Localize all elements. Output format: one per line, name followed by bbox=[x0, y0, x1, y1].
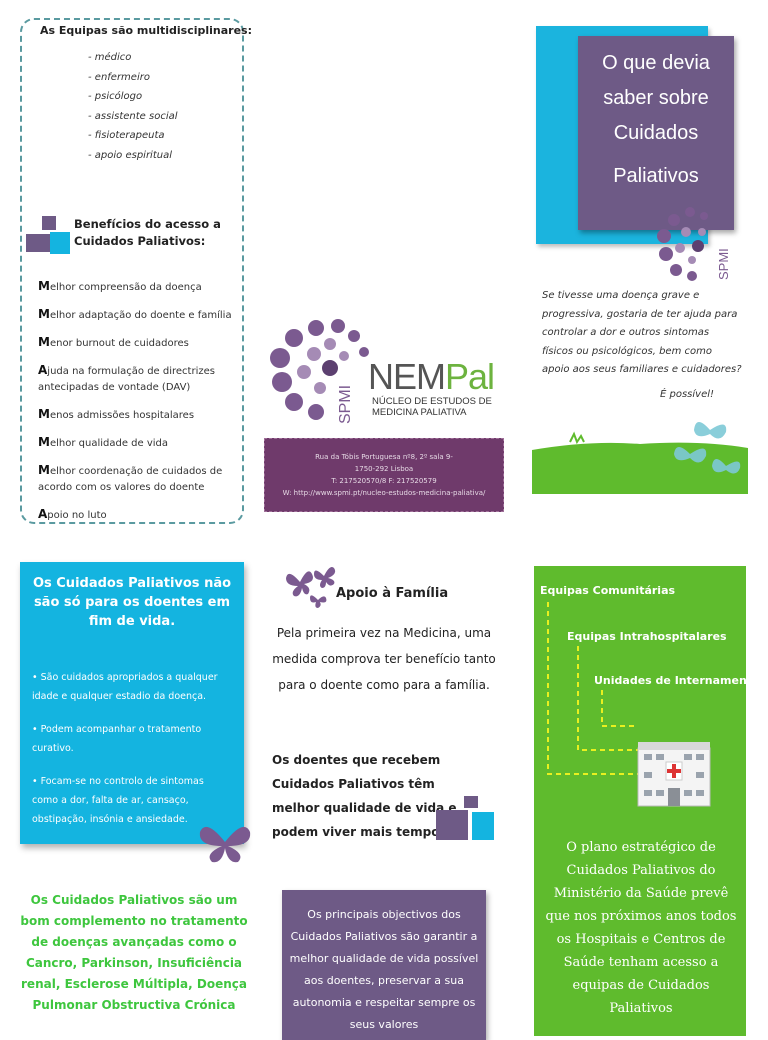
nempal-logo-graphic bbox=[270, 319, 369, 420]
team-community: Equipas Comunitárias bbox=[540, 584, 676, 597]
family-title: Apoio à Família bbox=[336, 586, 449, 601]
list-item: - enfermeiro bbox=[88, 71, 150, 83]
list-item: Apoio no luto bbox=[38, 507, 107, 521]
cover-title-line: saber sobre bbox=[603, 87, 709, 109]
family-text: Pela primeira vez na Medicina, uma medid… bbox=[272, 626, 496, 692]
contact-address2: 1750-292 Lisboa bbox=[354, 465, 414, 473]
cyan-title: Os Cuidados Paliativos não são só para o… bbox=[32, 576, 232, 629]
contact-web: W: http://www.spmi.pt/nucleo-estudos-med… bbox=[282, 489, 486, 497]
list-item: - fisioterapeuta bbox=[88, 130, 165, 141]
butterflies-icon bbox=[286, 567, 336, 608]
spmi-logo-text: SPMI bbox=[716, 248, 731, 280]
team-intrahospital: Equipas Intrahospitalares bbox=[567, 630, 727, 643]
list-item: • São cuidados apropriados a qualquer id… bbox=[32, 672, 218, 702]
cover-title-line: Cuidados bbox=[613, 122, 699, 144]
team-inpatient: Unidades de Internamento bbox=[594, 674, 760, 687]
cyan-list: • São cuidados apropriados a qualquer id… bbox=[32, 668, 232, 843]
contact-phone: T: 217520570/8 F: 217520579 bbox=[331, 477, 437, 485]
list-item: Melhor qualidade de vida bbox=[38, 435, 169, 449]
nempal-sub-line1: NÚCLEO DE ESTUDOS DE bbox=[372, 396, 492, 407]
nempal-subtitle: NÚCLEO DE ESTUDOS DE MEDICINA PALIATIVA bbox=[372, 396, 492, 418]
strategic-plan-text: O plano estratégico de Cuidados Paliativ… bbox=[545, 840, 737, 1016]
squares-icon bbox=[26, 216, 70, 254]
cover-purple-block bbox=[578, 36, 734, 230]
team-tree-lines bbox=[547, 602, 644, 775]
teams-dashed-box bbox=[20, 18, 244, 524]
objectives-box: Os principais objectivos dos Cuidados Pa… bbox=[282, 890, 486, 1040]
hospital-icon bbox=[637, 742, 711, 807]
possible-text: É possível! bbox=[660, 389, 715, 400]
cover-title: O que devia saber sobre Cuidados Paliati… bbox=[578, 46, 734, 194]
grass-butterflies-illustration bbox=[532, 422, 748, 494]
nempal-pal: Pal bbox=[445, 356, 495, 397]
nempal-ne: NEM bbox=[368, 356, 446, 397]
list-item: - apoio espiritual bbox=[88, 149, 172, 161]
spmi-vertical-label: SPMI bbox=[337, 384, 354, 424]
list-item: - psicólogo bbox=[88, 91, 143, 102]
cyan-info-box bbox=[20, 562, 244, 844]
list-item: Menor burnout de cuidadores bbox=[38, 335, 189, 349]
nempal-wordmark: NEMPal bbox=[368, 356, 495, 398]
teams-title: As Equipas são multidisciplinares: bbox=[40, 24, 252, 37]
list-item: Menos admissões hospitalares bbox=[38, 407, 195, 421]
list-item: - assistente social bbox=[88, 110, 178, 122]
contact-address1: Rua da Tóbis Portuguesa nº8, 2º sala 9- bbox=[315, 453, 453, 461]
list-item: • Podem acompanhar o tratamento curativo… bbox=[32, 724, 202, 754]
list-item: Melhor compreensão da doença bbox=[38, 279, 202, 293]
contact-box: Rua da Tóbis Portuguesa nº8, 2º sala 9- … bbox=[264, 438, 504, 512]
list-item: Melhor coordenação de cuidados de acordo… bbox=[38, 463, 223, 493]
spmi-logo-graphic: SPMI bbox=[657, 207, 731, 281]
list-item: Melhor adaptação do doente e família bbox=[38, 307, 232, 321]
squares-icon bbox=[436, 796, 494, 840]
nempal-sub-line2: MEDICINA PALIATIVA bbox=[372, 407, 467, 418]
list-item: - médico bbox=[88, 52, 132, 63]
teams-list: - médico - enfermeiro - psicólogo - assi… bbox=[88, 52, 178, 169]
list-item: Ajuda na formulação de directrizes antec… bbox=[38, 363, 215, 393]
cover-title-line: O que devia bbox=[602, 52, 710, 74]
intro-text: Se tivesse uma doença grave e progressiv… bbox=[542, 290, 742, 375]
butterfly-icon bbox=[199, 826, 251, 863]
benefits-list: Melhor compreensão da doença Melhor adap… bbox=[38, 278, 234, 534]
cover-title-line: Paliativos bbox=[613, 165, 699, 187]
complement-text: Os Cuidados Paliativos são um bom comple… bbox=[20, 893, 248, 1012]
benefits-title: Benefícios do acesso a Cuidados Paliativ… bbox=[74, 217, 221, 248]
quality-statement: Os doentes que recebem Cuidados Paliativ… bbox=[272, 753, 457, 839]
list-item: • Focam-se no controlo de sintomas como … bbox=[32, 776, 204, 825]
